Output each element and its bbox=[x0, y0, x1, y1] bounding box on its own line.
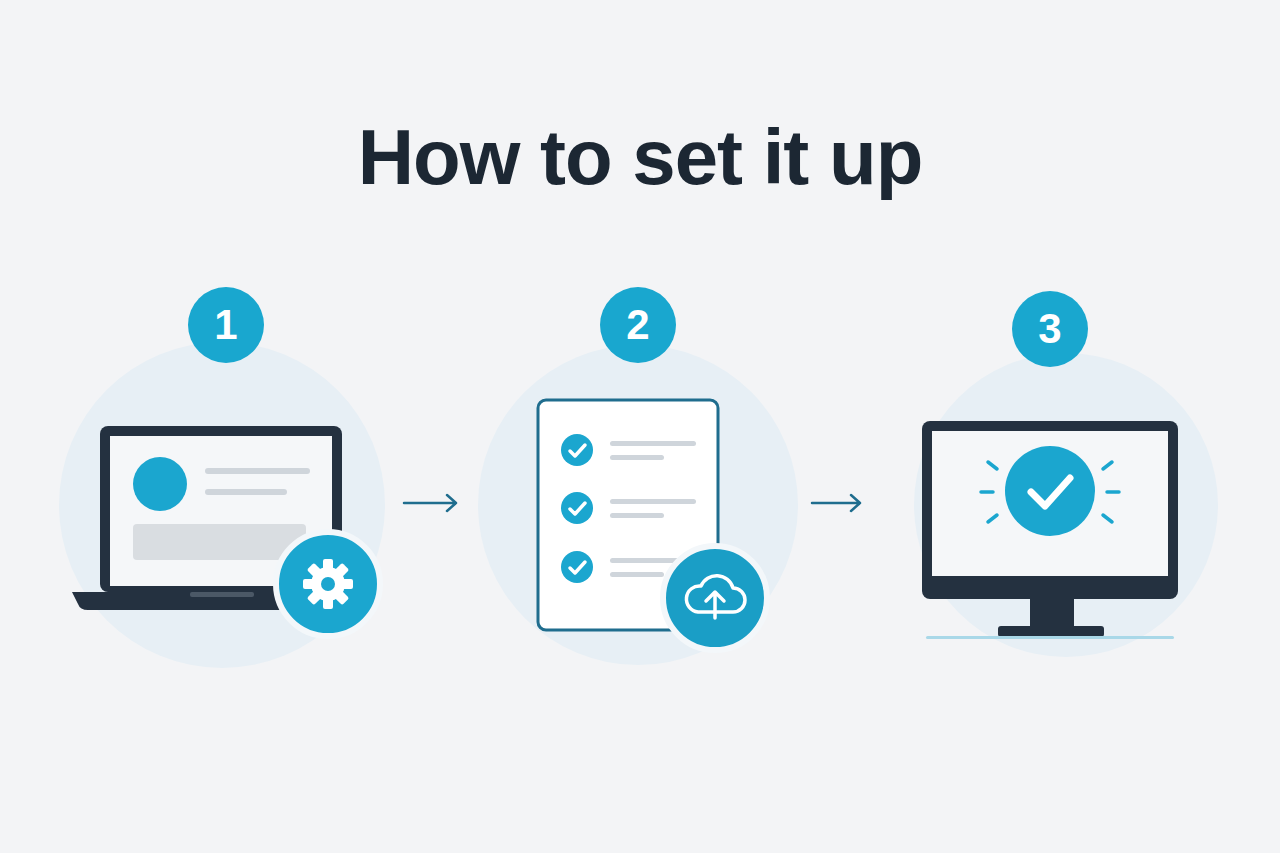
step-number: 1 bbox=[214, 304, 237, 346]
page-title: How to set it up bbox=[0, 112, 1280, 203]
flow-arrow bbox=[404, 495, 456, 511]
flow-arrow bbox=[812, 495, 860, 511]
backdrop-circle bbox=[478, 345, 798, 665]
backdrop-circle bbox=[59, 342, 385, 668]
step-number-badge: 3 bbox=[1012, 291, 1088, 367]
step-number-badge: 1 bbox=[188, 287, 264, 363]
step-number: 2 bbox=[626, 304, 649, 346]
upload-badge bbox=[663, 546, 767, 650]
monitor-icon bbox=[922, 421, 1178, 639]
step-number: 3 bbox=[1038, 308, 1061, 350]
laptop-icon bbox=[72, 426, 372, 610]
step-number-badge: 2 bbox=[600, 287, 676, 363]
gear-badge bbox=[276, 532, 380, 636]
backdrop-circle bbox=[914, 353, 1218, 657]
